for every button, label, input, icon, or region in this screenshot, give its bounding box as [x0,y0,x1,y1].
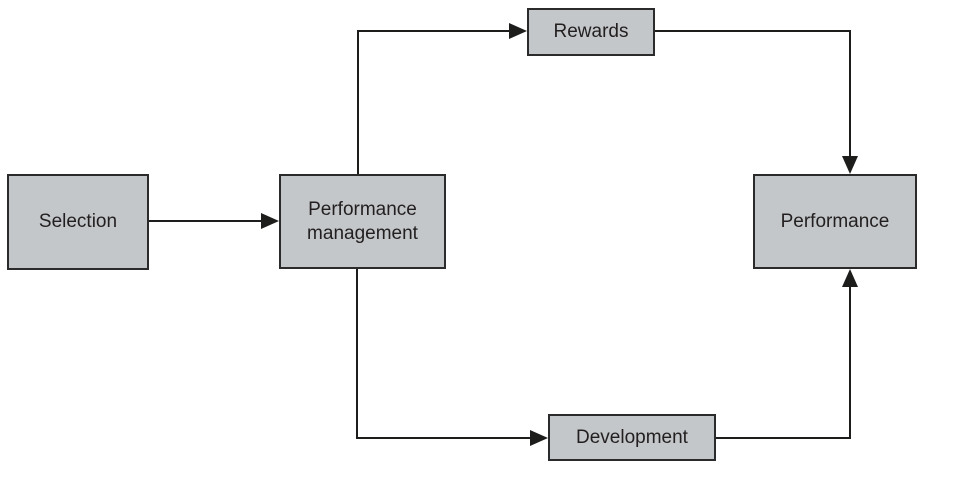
node-performance-label: Performance [780,210,890,232]
edge-performance-management-to-rewards-arrowhead-icon [509,23,527,39]
edge-performance-management-to-rewards-vertical-line [357,30,359,174]
edge-development-to-performance-horizontal-line [715,437,851,439]
edge-performance-management-to-rewards-horizontal-line [357,30,509,32]
edge-rewards-to-performance-horizontal-line [655,30,851,32]
edge-performance-management-to-development-vertical-line [356,269,358,439]
edge-development-to-performance-vertical-line [849,287,851,439]
edge-performance-management-to-development-horizontal-line [356,437,530,439]
node-selection: Selection [7,174,149,270]
edge-rewards-to-performance-arrowhead-icon [842,156,858,174]
node-performance-management-label: Performance management [307,199,418,244]
node-performance: Performance [753,174,917,269]
edge-development-to-performance-arrowhead-icon [842,269,858,287]
edge-performance-management-to-development-arrowhead-icon [530,430,548,446]
node-performance-management: Performance management [279,174,446,269]
edge-selection-to-performance-management-arrowhead-icon [261,213,279,229]
node-rewards-label: Rewards [553,21,629,43]
node-selection-label: Selection [38,211,118,233]
edge-rewards-to-performance-vertical-line [849,30,851,156]
node-development: Development [548,414,716,461]
node-rewards: Rewards [527,8,655,56]
node-development-label: Development [576,426,688,448]
edge-selection-to-performance-management-line [148,220,261,222]
